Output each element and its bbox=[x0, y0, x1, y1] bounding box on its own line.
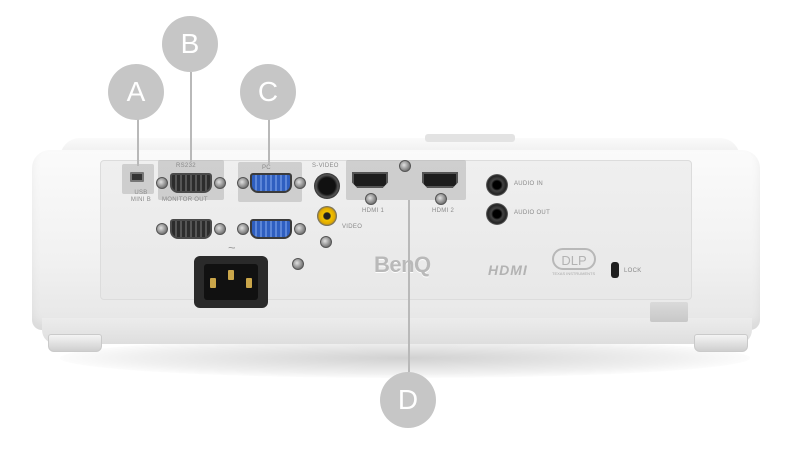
power-pin-center bbox=[228, 270, 234, 280]
top-button-strip bbox=[425, 134, 515, 142]
leader-a bbox=[137, 108, 139, 166]
hdmi-1-label: HDMI 1 bbox=[362, 208, 385, 214]
callout-b: B bbox=[162, 16, 218, 72]
hdmi-2-label: HDMI 2 bbox=[432, 208, 455, 214]
vga-pc-port[interactable] bbox=[250, 173, 292, 193]
callout-d: D bbox=[380, 372, 436, 428]
projector-base bbox=[42, 318, 752, 344]
kensington-lock-slot[interactable] bbox=[611, 262, 619, 278]
benq-logo: BenQ bbox=[374, 252, 431, 277]
video-label: VIDEO bbox=[342, 224, 363, 230]
leader-c bbox=[268, 118, 270, 164]
left-foot bbox=[48, 334, 102, 352]
audio-out-jack[interactable] bbox=[486, 203, 508, 225]
ac-symbol: ~ bbox=[228, 240, 236, 255]
leader-d bbox=[408, 200, 410, 372]
callout-c: C bbox=[240, 64, 296, 120]
rs232-screw-right bbox=[214, 177, 226, 189]
pc2-screw-right bbox=[294, 223, 306, 235]
pc-label: PC bbox=[262, 165, 271, 171]
vga-pc2-port[interactable] bbox=[250, 219, 292, 239]
hdmi-1-port[interactable] bbox=[352, 172, 388, 188]
composite-video-port[interactable] bbox=[317, 206, 337, 226]
hdmi-1-screw bbox=[365, 193, 377, 205]
hdmi-2-screw bbox=[435, 193, 447, 205]
power-pin-left bbox=[210, 278, 216, 288]
hdmi-2-port[interactable] bbox=[422, 172, 458, 188]
rs232-screw-left bbox=[156, 177, 168, 189]
svideo-label: S-VIDEO bbox=[312, 163, 339, 169]
pc-screw-right bbox=[294, 177, 306, 189]
floor-shadow bbox=[60, 338, 750, 378]
rs232-label: RS232 bbox=[176, 163, 196, 169]
monitor-out-port[interactable] bbox=[170, 219, 212, 239]
audio-in-label: AUDIO IN bbox=[514, 181, 544, 187]
leader-b bbox=[190, 72, 192, 162]
audio-out-label: AUDIO OUT bbox=[514, 210, 551, 216]
audio-in-jack[interactable] bbox=[486, 174, 508, 196]
pc2-screw-left bbox=[237, 223, 249, 235]
hdmi-top-screw bbox=[399, 160, 411, 172]
hdmi-logo: HDMI bbox=[488, 262, 528, 278]
lock-label: LOCK bbox=[624, 268, 642, 274]
rs232-port[interactable] bbox=[170, 173, 212, 193]
callout-a: A bbox=[108, 64, 164, 120]
panel-screw-a bbox=[320, 236, 332, 248]
power-pin-right bbox=[246, 278, 252, 288]
monitor-out-screw-right bbox=[214, 223, 226, 235]
svideo-port[interactable] bbox=[314, 173, 340, 199]
pc-screw-left bbox=[237, 177, 249, 189]
usb-port[interactable] bbox=[130, 172, 144, 182]
monitor-out-screw-left bbox=[156, 223, 168, 235]
dlp-logo: DLP bbox=[552, 248, 596, 270]
corner-vent bbox=[650, 302, 688, 322]
dlp-sub-label: TEXAS INSTRUMENTS bbox=[552, 271, 596, 276]
right-foot bbox=[694, 334, 748, 352]
usb-label: USB MINI B bbox=[130, 190, 152, 203]
monitor-out-label: MONITOR OUT bbox=[162, 197, 208, 203]
panel-screw-b bbox=[292, 258, 304, 270]
